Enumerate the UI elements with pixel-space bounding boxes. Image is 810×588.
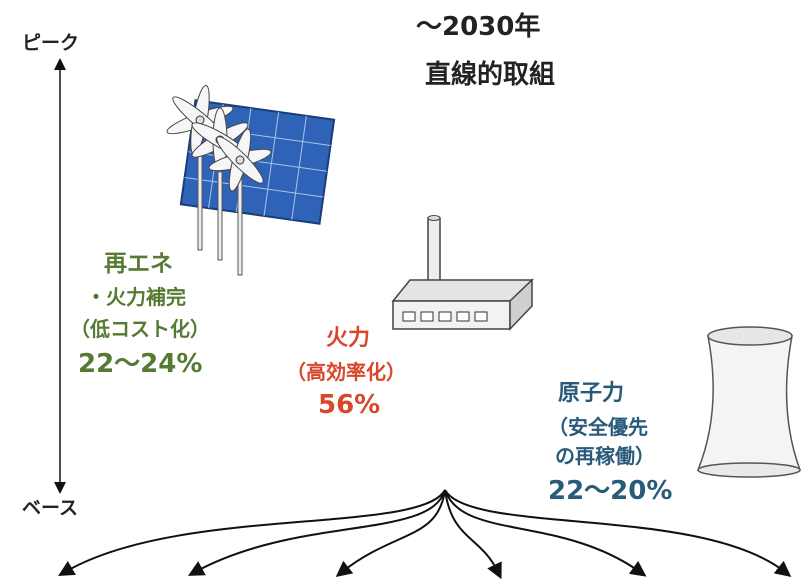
renewable-note: （低コスト化） bbox=[70, 317, 210, 341]
title-line-2: 直線的取組 bbox=[425, 60, 556, 90]
cooling-tower-icon bbox=[696, 326, 802, 478]
thermal-share: 56% bbox=[318, 390, 381, 420]
power-plant-icon bbox=[391, 215, 534, 331]
axis-bottom-label: ベース bbox=[22, 497, 79, 519]
wind-solar-icon bbox=[166, 85, 336, 276]
fan-arrows bbox=[58, 489, 792, 580]
nuclear-note-line-2: の再稼働） bbox=[555, 444, 655, 468]
thermal-note: （高効率化） bbox=[286, 360, 406, 384]
nuclear-note-line-1: （安全優先 bbox=[548, 415, 648, 439]
renewable-share: 22〜24% bbox=[78, 349, 203, 379]
thermal-label: 火力 bbox=[326, 326, 371, 351]
nuclear-label: 原子力 bbox=[558, 381, 625, 406]
axis-top-label: ピーク bbox=[22, 32, 80, 54]
nuclear-share: 22〜20% bbox=[548, 476, 673, 506]
renewable-label: 再エネ bbox=[104, 251, 173, 277]
renewable-sublabel: ・火力補完 bbox=[86, 285, 186, 309]
title-line-1: 〜2030年 bbox=[416, 12, 541, 42]
